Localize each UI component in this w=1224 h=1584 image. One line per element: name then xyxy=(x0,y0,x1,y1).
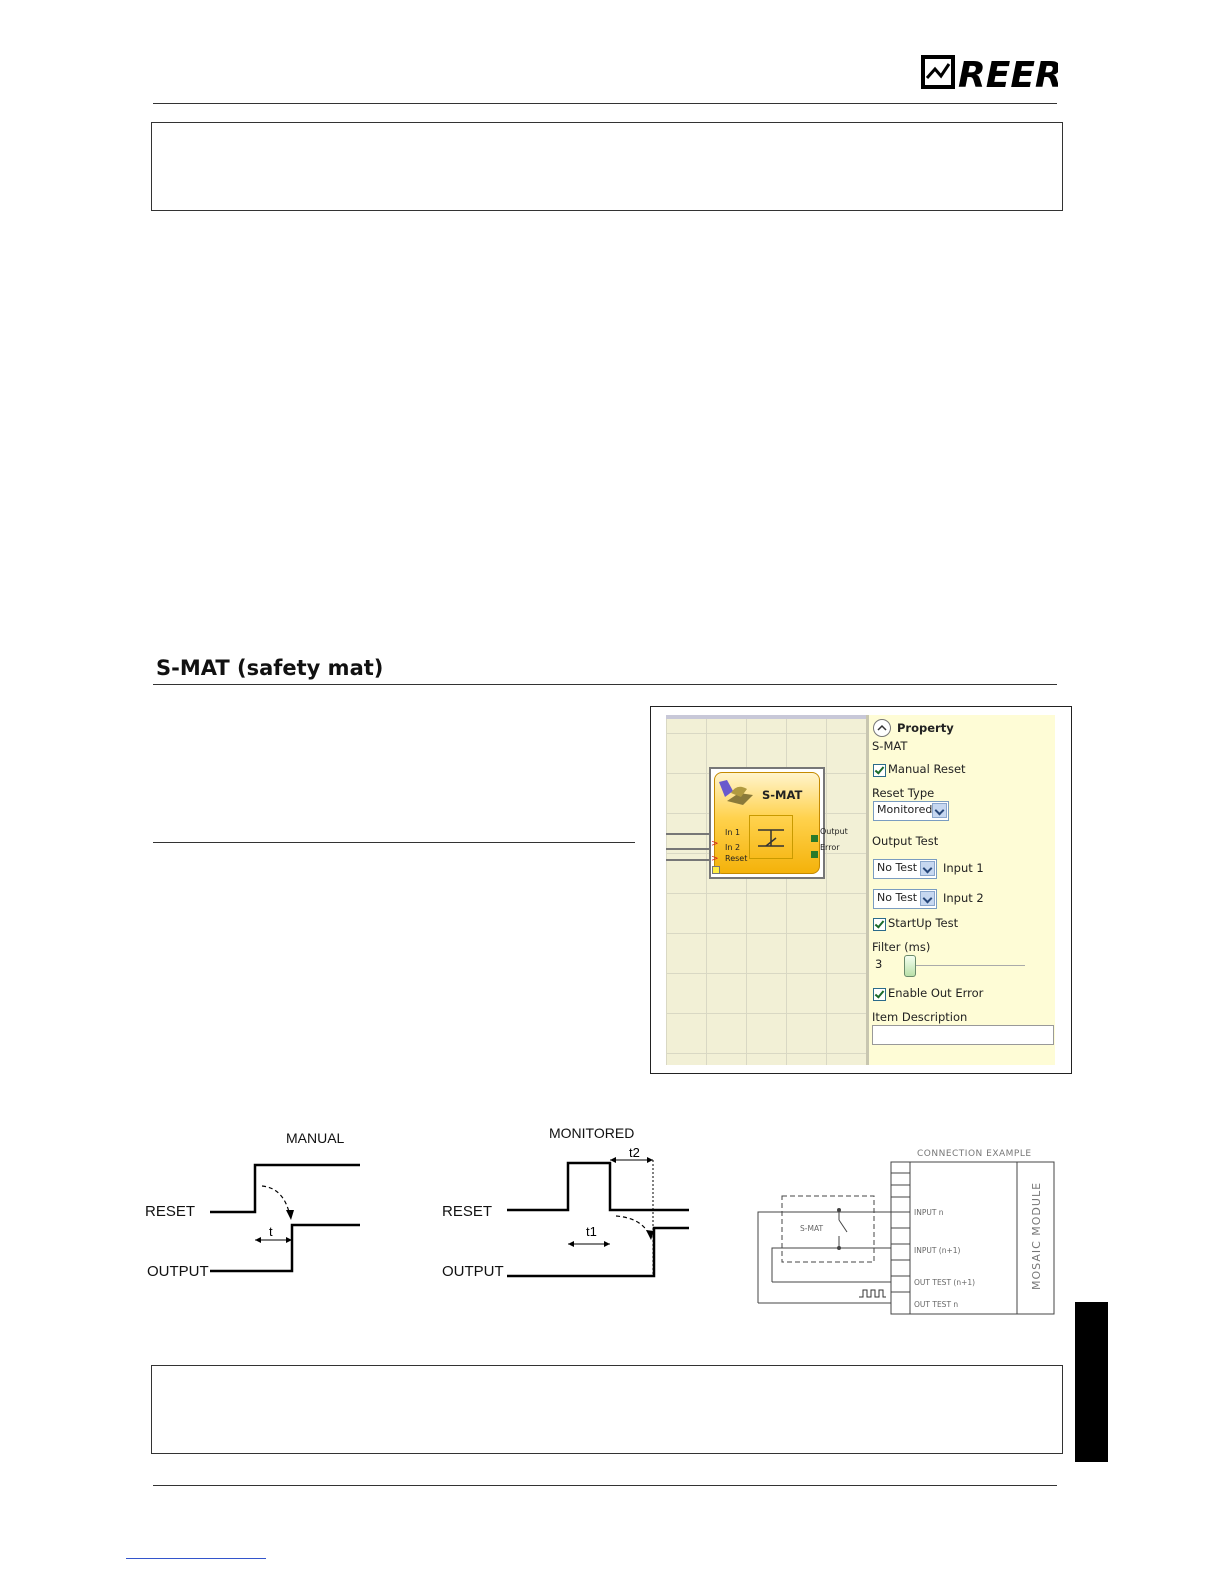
pin-error: Error xyxy=(820,843,840,852)
header-rule xyxy=(153,103,1057,104)
in1-arrow-icon: > xyxy=(711,839,719,849)
in2-arrow-icon: > xyxy=(711,854,719,864)
manual-timing-diagram: t xyxy=(210,1163,360,1273)
filter-value: 3 xyxy=(875,957,883,971)
device-label: S-MAT xyxy=(800,1224,823,1233)
test1-select[interactable]: No Test xyxy=(873,859,937,879)
safety-mat-icon xyxy=(719,780,753,805)
test1-label: Input 1 xyxy=(943,861,984,875)
reset-pin-icon xyxy=(712,866,720,874)
property-panel: Property S-MAT Manual Reset Reset Type M… xyxy=(869,715,1055,1065)
reer-logo: REER xyxy=(918,52,1063,96)
test2-label: Input 2 xyxy=(943,891,984,905)
monitored-output-label: OUTPUT xyxy=(442,1263,504,1280)
module-label: MOSAIC MODULE xyxy=(1030,1182,1043,1290)
error-pin-icon xyxy=(811,851,818,858)
out-test-n1-label: OUT TEST (n+1) xyxy=(914,1278,975,1287)
collapse-icon[interactable] xyxy=(873,719,891,737)
enable-out-error-label: Enable Out Error xyxy=(888,986,984,1000)
input-n1-label: INPUT (n+1) xyxy=(914,1246,961,1255)
connection-example-diagram: CONNECTION EXAMPLE MOSAIC MODULE INPUT n… xyxy=(757,1149,1055,1315)
property-screenshot: S-MAT In 1 In 2 Reset > > Output xyxy=(650,706,1072,1074)
manual-reset-checkbox[interactable] xyxy=(873,764,886,777)
block-name: S-MAT xyxy=(872,739,908,753)
chevron-down-icon xyxy=(932,803,947,818)
panel-title: Property xyxy=(897,721,954,735)
manual-reset-label: Manual Reset xyxy=(888,762,966,776)
input-n-label: INPUT n xyxy=(914,1208,944,1217)
footer-rule xyxy=(153,1485,1057,1486)
monitored-reset-label: RESET xyxy=(442,1203,493,1220)
section-rule xyxy=(153,684,1057,685)
manual-title: MANUAL xyxy=(286,1130,345,1146)
monitored-t1-label: t1 xyxy=(586,1224,597,1239)
chevron-down-icon xyxy=(920,891,935,906)
monitored-t2-label: t2 xyxy=(629,1145,640,1160)
enable-out-error-checkbox[interactable] xyxy=(873,988,886,1001)
reset-type-label: Reset Type xyxy=(872,786,935,800)
startup-test-checkbox[interactable] xyxy=(873,918,886,931)
column-rule xyxy=(153,842,635,843)
block-title: S-MAT xyxy=(762,788,803,802)
pin-in1: In 1 xyxy=(725,828,741,837)
section-title: S-MAT (safety mat) xyxy=(156,656,384,680)
output-pin-icon xyxy=(811,835,818,842)
contact-symbol-icon xyxy=(758,829,784,847)
pulse-icon xyxy=(859,1289,886,1298)
connection-title: CONNECTION EXAMPLE xyxy=(917,1149,1032,1159)
out-test-n-label: OUT TEST n xyxy=(914,1300,958,1309)
smat-block[interactable]: S-MAT In 1 In 2 Reset > > xyxy=(709,767,825,879)
test2-select[interactable]: No Test xyxy=(873,889,937,909)
manual-t-label: t xyxy=(269,1224,273,1239)
monitored-title: MONITORED xyxy=(549,1125,635,1141)
filter-label: Filter (ms) xyxy=(872,940,931,954)
top-note-box xyxy=(151,122,1063,211)
pin-reset: Reset xyxy=(725,854,748,863)
pin-output: Output xyxy=(820,827,848,836)
footer-link-underline[interactable] xyxy=(126,1558,266,1559)
manual-reset-label: RESET xyxy=(145,1203,196,1220)
output-test-label: Output Test xyxy=(872,834,939,848)
filter-slider-thumb[interactable] xyxy=(904,955,916,977)
startup-test-label: StartUp Test xyxy=(888,916,959,930)
chevron-down-icon xyxy=(920,861,935,876)
reset-type-select[interactable]: Monitored xyxy=(873,801,949,821)
bottom-note-box xyxy=(151,1365,1063,1454)
filter-slider-track[interactable] xyxy=(909,965,1025,966)
pin-in2: In 2 xyxy=(725,843,741,852)
item-description-input[interactable] xyxy=(872,1025,1054,1045)
logo-text: REER xyxy=(958,55,1058,94)
chapter-tab xyxy=(1075,1302,1108,1462)
item-description-label: Item Description xyxy=(872,1010,968,1024)
monitored-timing-diagram: t2 t1 xyxy=(507,1145,689,1278)
manual-output-label: OUTPUT xyxy=(147,1263,209,1280)
